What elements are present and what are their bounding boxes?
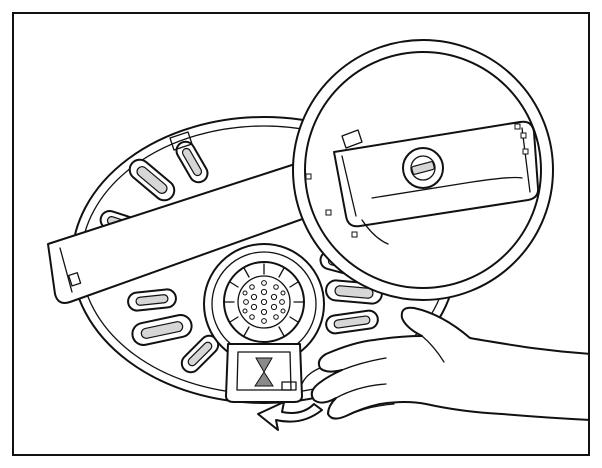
filter-basket xyxy=(203,243,325,365)
knob-slot xyxy=(411,161,435,175)
mount-hole xyxy=(305,173,312,180)
finger-crease xyxy=(345,403,395,417)
diagram-frame xyxy=(12,12,590,456)
locking-handle xyxy=(225,343,303,403)
mount-hole xyxy=(351,231,358,238)
mount-hole xyxy=(522,148,529,155)
knob-inner xyxy=(410,155,436,181)
slot xyxy=(325,309,379,335)
plate-edge-left xyxy=(341,155,357,217)
arm-clip xyxy=(169,131,193,151)
rotation-arrow xyxy=(257,401,323,431)
assembly-illustration xyxy=(47,39,588,431)
ring-clip xyxy=(341,129,363,149)
lock-symbol xyxy=(281,381,297,391)
basket-floor xyxy=(237,275,291,329)
plate-edge-right xyxy=(521,127,531,193)
arm-slot xyxy=(68,272,82,287)
slot xyxy=(127,288,177,312)
handle-marker-bottom xyxy=(254,371,274,387)
hand-shape xyxy=(310,306,588,421)
mount-hole xyxy=(325,209,332,216)
finger-crease xyxy=(341,357,387,371)
arm-end-edge xyxy=(59,247,73,293)
mount-hole xyxy=(520,132,527,139)
slot xyxy=(175,140,209,184)
plate-lip xyxy=(361,219,389,245)
plate-fold xyxy=(371,176,523,199)
stand-ring xyxy=(292,39,554,301)
handle-marker-top xyxy=(255,357,273,374)
basket-perforations xyxy=(242,280,286,324)
thumb-crease xyxy=(421,335,445,363)
hand xyxy=(301,306,588,421)
slot xyxy=(128,158,176,202)
slot xyxy=(131,314,193,346)
mount-hole xyxy=(514,123,521,130)
fingertip xyxy=(301,367,321,385)
arrow-shape xyxy=(257,401,323,431)
finger-crease xyxy=(335,383,387,399)
basket-ribs xyxy=(223,263,305,337)
